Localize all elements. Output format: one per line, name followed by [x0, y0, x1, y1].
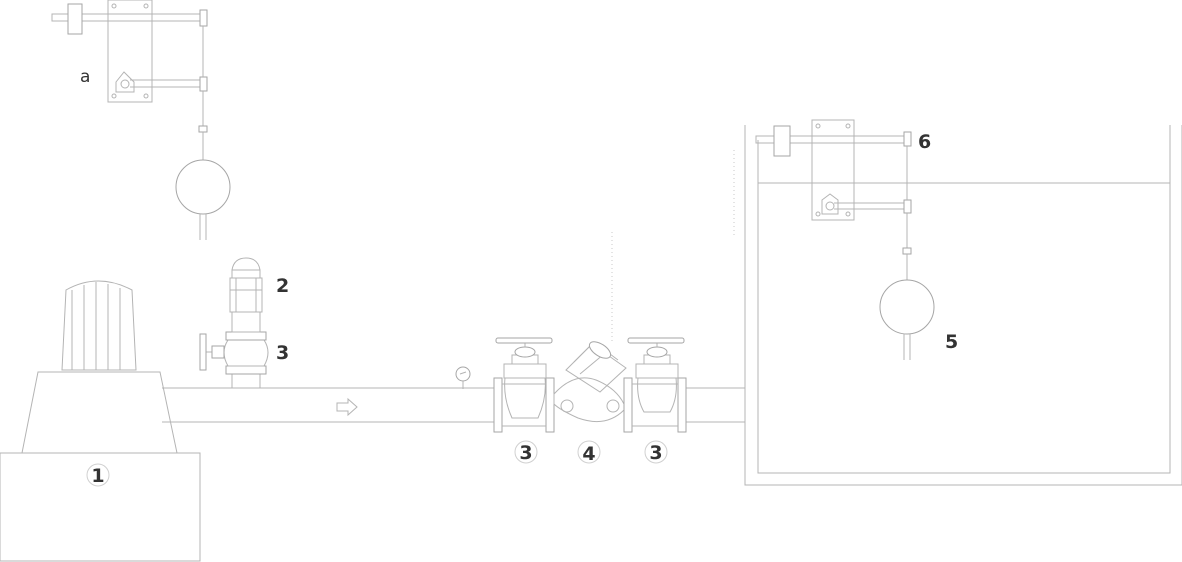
- label-gate-valve-upper: 3: [276, 342, 289, 364]
- tank-inner-wall: [757, 125, 1171, 474]
- side-handwheel: [199, 333, 207, 371]
- left-gate-valve: [493, 337, 555, 433]
- reservoir-tank: [733, 125, 1182, 486]
- valve-2-body: [229, 277, 263, 313]
- detail-float-ball: [175, 159, 231, 215]
- label-float-arm: 6: [918, 131, 931, 153]
- motor-fins: [71, 282, 121, 370]
- label-a: a: [80, 67, 90, 87]
- label-gate-valve-left: 3: [519, 442, 532, 464]
- label-tank-float: 5: [945, 331, 958, 353]
- detail-a-float-assembly: [51, 0, 231, 240]
- pump-body: [21, 371, 178, 454]
- pressure-gauge: [455, 232, 613, 389]
- branch-flange-high: [225, 331, 267, 341]
- tank-counterweight: [773, 125, 791, 157]
- detail-counterweight: [67, 3, 83, 35]
- flow-direction-arrow-icon: [336, 397, 358, 417]
- pump-unit: [0, 280, 201, 562]
- label-valve-2: 2: [276, 275, 289, 297]
- branch-valve-assembly: [199, 257, 269, 388]
- label-pump: 1: [91, 465, 104, 487]
- detail-mount-plate: [107, 0, 153, 103]
- pump-motor: [61, 280, 137, 371]
- main-pipe: [162, 387, 745, 423]
- branch-flange-low: [225, 365, 267, 375]
- branch-gate-body: [223, 339, 269, 367]
- control-valve: [553, 341, 627, 423]
- tank-float-assembly: [755, 119, 935, 360]
- left-handwheel: [495, 337, 553, 344]
- right-handwheel: [627, 337, 685, 344]
- label-gate-valve-right: 3: [649, 442, 662, 464]
- tank-outer-wall: [744, 125, 1182, 486]
- right-gate-valve: [623, 337, 687, 433]
- tank-float-ball: [879, 279, 935, 335]
- label-control-valve: 4: [582, 443, 595, 465]
- valve-2-cap: [231, 257, 261, 271]
- tank-mount-plate: [811, 119, 855, 221]
